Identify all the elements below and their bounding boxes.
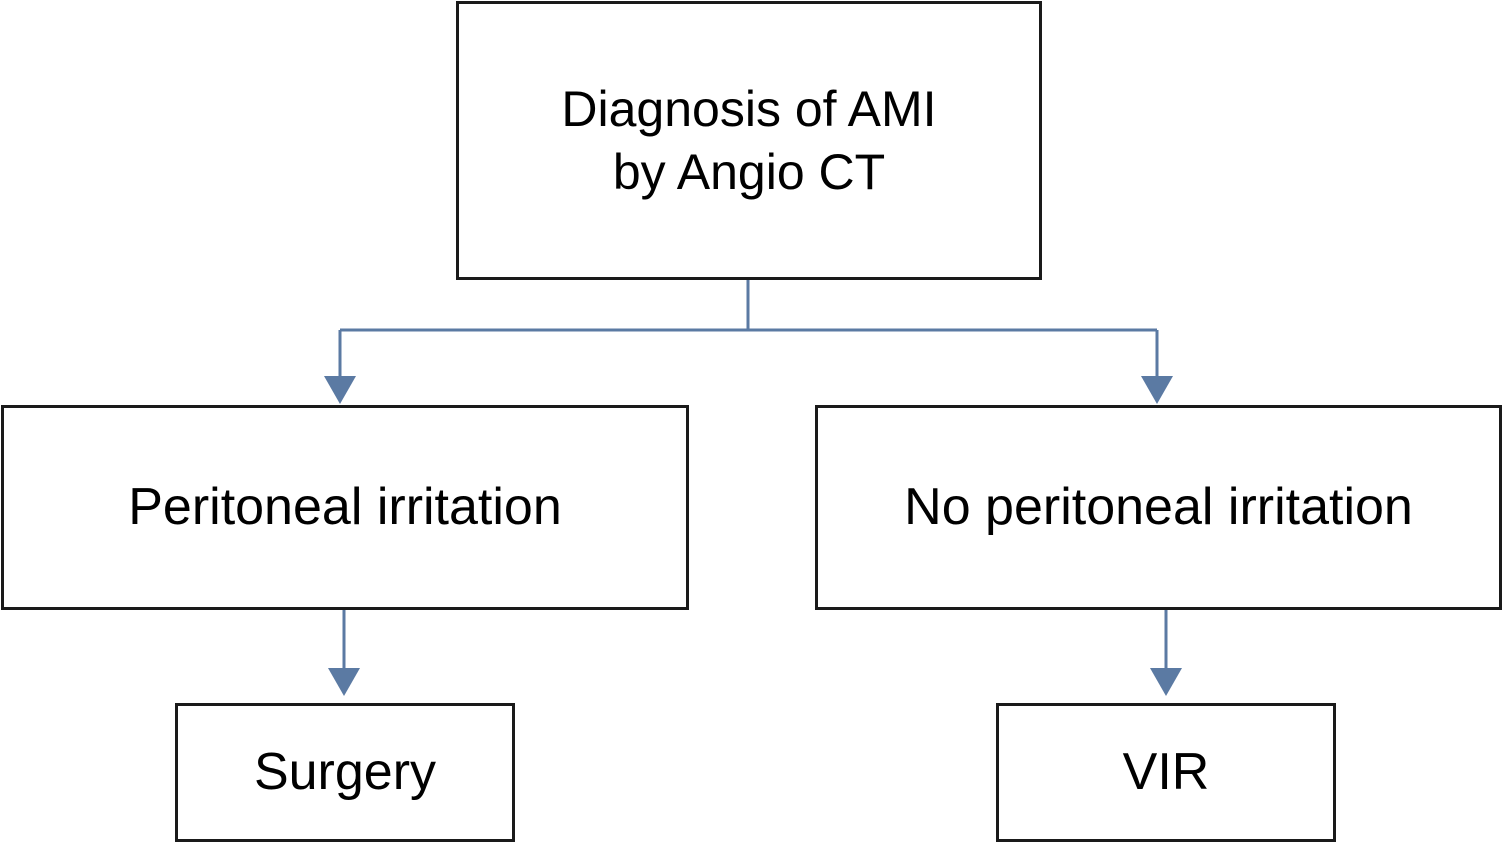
node-surgery-label: Surgery [253, 743, 437, 801]
node-no-peritoneal-irritation: No peritoneal irritation [815, 405, 1502, 610]
root-node-diagnosis: Diagnosis of AMI by Angio CT [456, 1, 1042, 280]
node-no-peritoneal-irritation-label: No peritoneal irritation [904, 478, 1413, 536]
node-peritoneal-irritation-label: Peritoneal irritation [128, 478, 562, 536]
root-node-line-2: by Angio CT [612, 143, 886, 200]
arrowhead-vir [1150, 668, 1182, 696]
root-to-branches-connector [338, 280, 1159, 378]
node-vir-label: VIR [1122, 743, 1210, 801]
arrowhead-right-branch [1141, 376, 1173, 404]
node-vir: VIR [996, 703, 1336, 842]
node-peritoneal-irritation: Peritoneal irritation [1, 405, 689, 610]
arrowhead-left-branch [324, 376, 356, 404]
root-node-line-1: Diagnosis of AMI [561, 81, 937, 137]
node-surgery: Surgery [175, 703, 515, 842]
arrowhead-surgery [328, 668, 360, 696]
